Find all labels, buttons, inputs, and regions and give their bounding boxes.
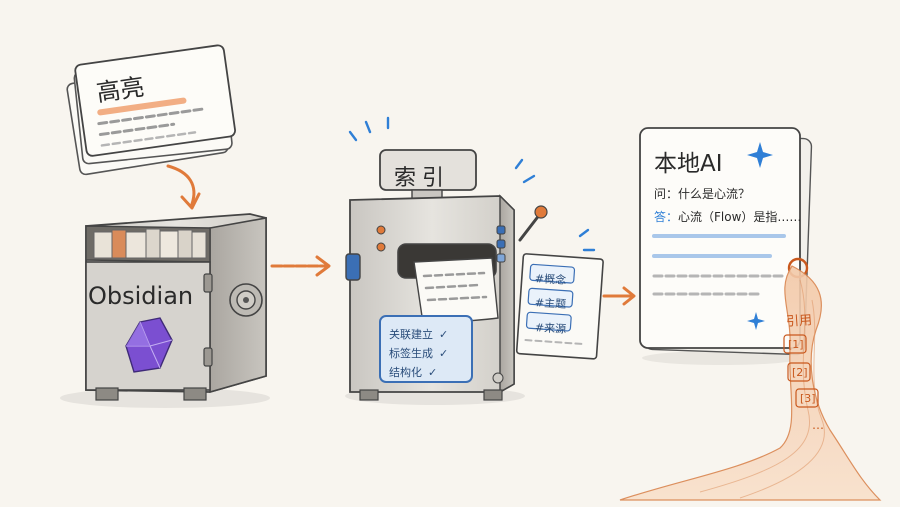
ai-question: 问：什么是心流？ [654, 187, 751, 201]
ai-document [639, 127, 813, 365]
ai-doc-title: 本地AI [654, 151, 723, 177]
screen-item: 关联建立✓ [389, 328, 449, 341]
tag-item: #概念 [534, 272, 567, 287]
check-icon: ✓ [439, 347, 449, 360]
arrow-icon [166, 164, 201, 210]
ai-answer: 答：心流（Flow）是指…… [654, 208, 801, 225]
vault-files [93, 228, 207, 259]
citation-more: … [812, 418, 824, 432]
tag-sheet [515, 253, 604, 360]
obsidian-gem-icon [125, 317, 173, 373]
sparkle-icon [747, 142, 773, 330]
tag-item: #来源 [534, 321, 567, 336]
tag-item: #主题 [534, 296, 567, 311]
citation-item: [1] [788, 338, 804, 351]
indexing-machine [345, 116, 604, 405]
citations-title: 引用 [785, 313, 813, 330]
highlight-card-stack [66, 44, 236, 176]
screen-item: 结构化✓ [389, 366, 438, 379]
indicator-light [376, 225, 386, 235]
citation-item: [2] [792, 366, 808, 379]
arrow-icon [270, 255, 331, 277]
citation-ribbon [619, 265, 882, 501]
answer-text: 心流（Flow）是指…… [678, 210, 802, 224]
check-icon: ✓ [428, 366, 438, 379]
obsidian-vault [60, 213, 270, 408]
highlight-card [74, 44, 236, 157]
sparkle-icon [348, 116, 596, 252]
screen-item: 标签生成✓ [389, 347, 449, 360]
machine-screen [379, 315, 473, 383]
highlight-mark [97, 97, 187, 116]
answer-prefix: 答： [654, 210, 679, 224]
indexer-label: 索引 [394, 166, 451, 191]
safe-dial-icon [229, 283, 263, 317]
arrow-icon [602, 286, 636, 306]
highlight-card-title: 高亮 [94, 72, 147, 108]
check-icon: ✓ [439, 328, 449, 341]
vault-label: Obsidian [88, 282, 194, 310]
indicator-light [376, 242, 386, 252]
citation-item: [3] [800, 392, 816, 405]
